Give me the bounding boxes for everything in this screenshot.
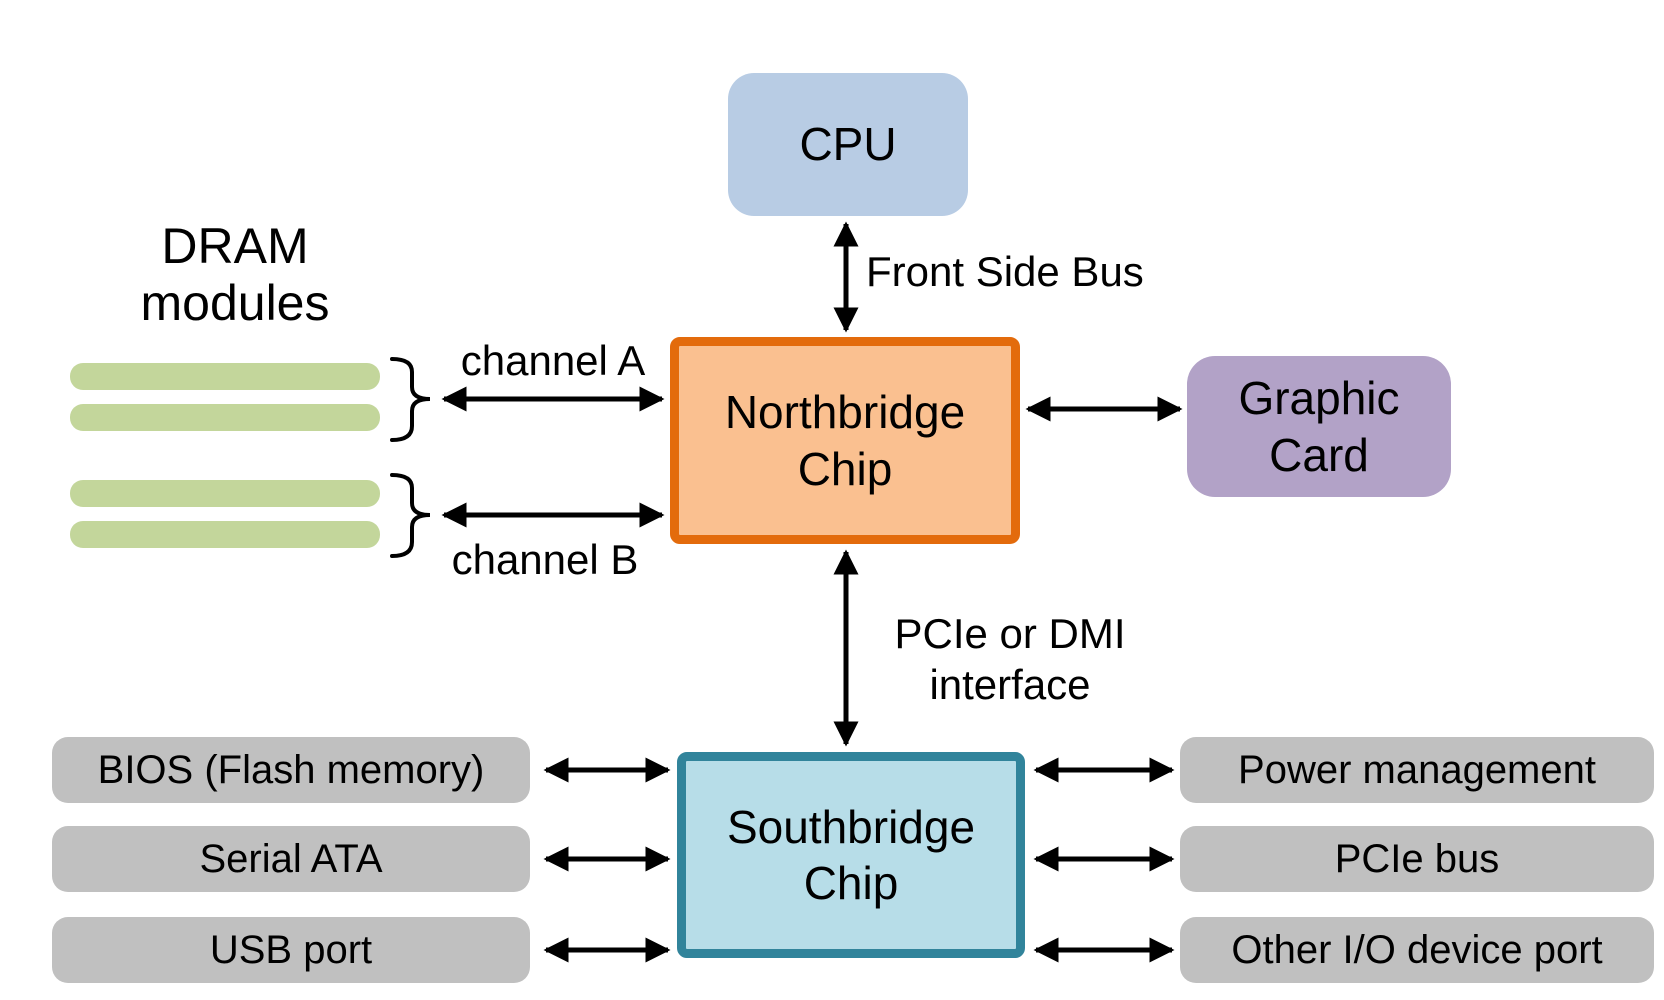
front-side-bus-label: Front Side Bus [866, 248, 1144, 295]
dram-module-bar [70, 404, 380, 431]
port-box-pcie-bus: PCIe bus [1180, 826, 1654, 892]
graphic-card-node: Graphic Card [1187, 356, 1451, 497]
dram-modules-heading: DRAM modules [80, 218, 390, 332]
southbridge-label-line2: Chip [803, 857, 899, 909]
channel-b-label: channel B [451, 536, 639, 583]
dram-module-bar [70, 363, 380, 390]
dram-heading-line1: DRAM [161, 218, 309, 274]
dram-brace-channel-a [390, 357, 431, 442]
port-label-pcie-bus: PCIe bus [1334, 836, 1500, 881]
pcie-dmi-interface-label: PCIe or DMI interface [850, 608, 1170, 710]
southbridge-node: Southbridge Chip [677, 752, 1025, 958]
dram-module-bar [70, 521, 380, 548]
port-label-other-io: Other I/O device port [1231, 927, 1603, 972]
northbridge-node: Northbridge Chip [670, 337, 1020, 544]
southbridge-label-line1: Southbridge [726, 800, 976, 853]
cpu-node: CPU [728, 73, 968, 216]
port-box-other-io: Other I/O device port [1180, 917, 1654, 983]
port-box-usb: USB port [52, 917, 530, 983]
port-box-bios: BIOS (Flash memory) [52, 737, 530, 803]
northbridge-label-line1: Northbridge [724, 386, 966, 439]
port-label-power-management: Power management [1238, 747, 1596, 792]
cpu-label: CPU [799, 118, 897, 171]
port-label-usb: USB port [209, 927, 373, 972]
dram-module-bar [70, 480, 380, 507]
dram-heading-line2: modules [140, 275, 330, 331]
northbridge-label-line2: Chip [797, 442, 893, 495]
graphic-card-label-line1: Graphic [1238, 372, 1400, 425]
graphic-card-label-line2: Card [1269, 428, 1369, 481]
pcie-dmi-label-line1: PCIe or DMI [894, 610, 1126, 657]
port-box-power-management: Power management [1180, 737, 1654, 803]
port-label-serial-ata: Serial ATA [199, 836, 383, 881]
port-box-serial-ata: Serial ATA [52, 826, 530, 892]
port-label-bios: BIOS (Flash memory) [97, 747, 485, 792]
channel-a-label: channel A [460, 337, 646, 384]
pcie-dmi-label-line2: interface [929, 661, 1091, 709]
